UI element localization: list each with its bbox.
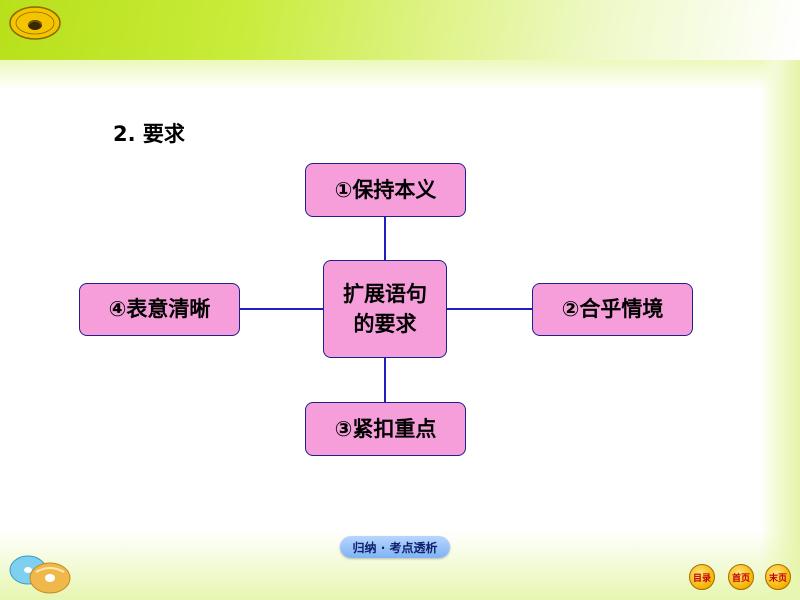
node-bottom: ③紧扣重点 xyxy=(305,402,466,456)
home-button[interactable]: 首页 xyxy=(728,564,754,590)
publisher-logo-icon xyxy=(9,6,61,40)
cd-disc-icon xyxy=(9,555,71,594)
footer-section-tab[interactable]: 归纳 · 考点透析 xyxy=(340,536,450,558)
node-left: ④表意清晰 xyxy=(79,283,240,336)
footer-section-label: 归纳 · 考点透析 xyxy=(352,540,438,555)
top-decorative-band xyxy=(0,0,800,60)
node-right: ②合乎情境 xyxy=(532,283,693,336)
node-left-label: ④表意清晰 xyxy=(108,297,211,322)
slide-title: 2. 要求 xyxy=(113,122,185,146)
node-top: ①保持本义 xyxy=(305,163,466,217)
right-decorative-band xyxy=(760,60,800,600)
node-top-label: ①保持本义 xyxy=(334,177,437,202)
toc-button-label: 目录 xyxy=(692,573,711,584)
top-band-fade xyxy=(0,60,800,90)
toc-button[interactable]: 目录 xyxy=(689,564,715,590)
last-page-button-label: 末页 xyxy=(768,573,787,584)
node-bottom-label: ③紧扣重点 xyxy=(334,416,437,441)
home-button-label: 首页 xyxy=(731,573,750,584)
last-page-button[interactable]: 末页 xyxy=(765,564,791,590)
node-center-line-2: 的要求 xyxy=(353,312,417,336)
node-right-label: ②合乎情境 xyxy=(561,297,664,322)
node-center: 扩展语句 的要求 xyxy=(323,260,447,358)
node-center-line-1: 扩展语句 xyxy=(343,281,427,306)
